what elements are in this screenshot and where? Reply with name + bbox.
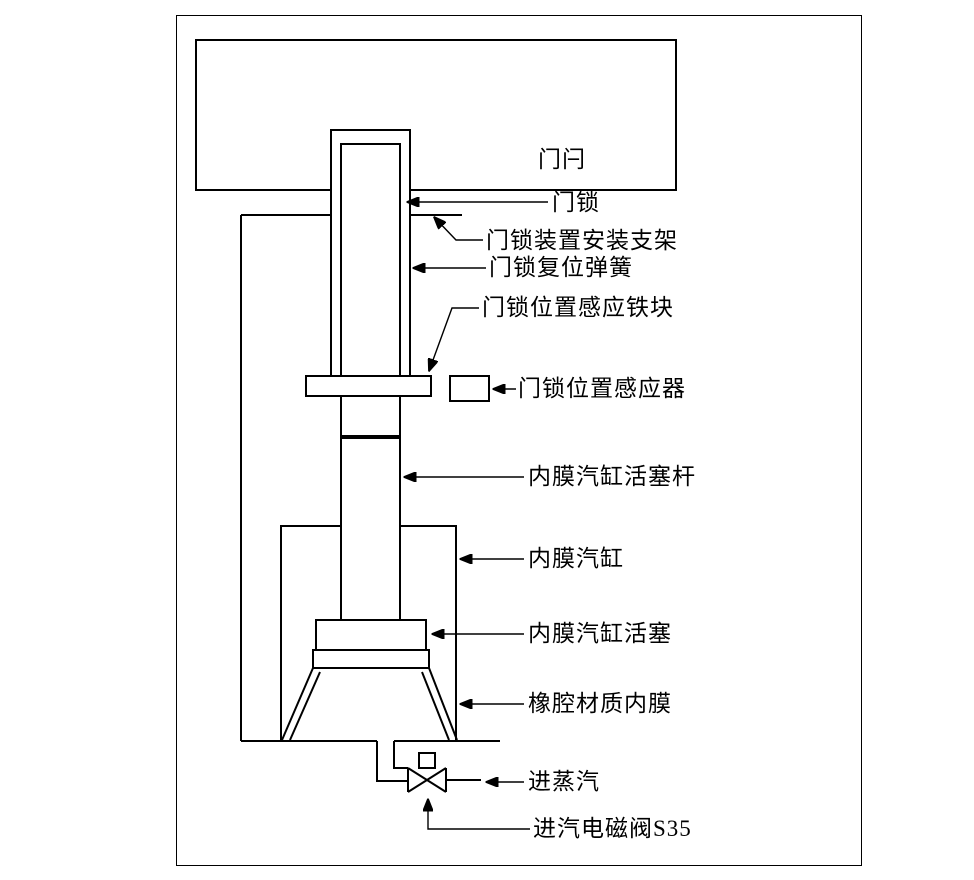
leader-bracket xyxy=(434,217,483,241)
label-piston-rod: 内膜汽缸活塞杆 xyxy=(528,464,696,489)
sensing-iron-block-flange xyxy=(305,375,432,397)
label-door-lock: 门锁 xyxy=(552,190,600,215)
label-sensing-block: 门锁位置感应铁块 xyxy=(482,295,674,320)
cylinder-body xyxy=(280,525,457,741)
solenoid-valve-symbol xyxy=(407,767,447,793)
label-solenoid-valve: 进汽电磁阀S35 xyxy=(533,816,692,841)
membrane-right xyxy=(421,667,458,741)
position-sensor-box xyxy=(449,375,490,402)
lock-bracket-tube xyxy=(330,129,411,376)
figure-border xyxy=(176,15,862,866)
steam-pipe xyxy=(376,741,408,782)
label-cylinder: 内膜汽缸 xyxy=(528,546,624,571)
door-latch-plate xyxy=(195,39,677,191)
membrane-left xyxy=(281,667,321,741)
label-steam-inlet: 进蒸汽 xyxy=(528,769,600,794)
label-return-spring: 门锁复位弹簧 xyxy=(489,255,633,280)
label-piston: 内膜汽缸活塞 xyxy=(528,621,672,646)
leader-sensing-block xyxy=(429,307,479,371)
leader-solenoid-valve xyxy=(428,799,530,830)
label-bracket: 门锁装置安装支架 xyxy=(486,228,678,253)
valve-actuator-square xyxy=(418,752,436,769)
piston-upper-plate xyxy=(315,619,427,651)
label-membrane: 橡腔材质内膜 xyxy=(528,691,672,716)
label-position-sensor: 门锁位置感应器 xyxy=(518,376,686,401)
label-door-latch: 门闩 xyxy=(538,147,586,172)
piston-lower-plate xyxy=(312,649,430,669)
